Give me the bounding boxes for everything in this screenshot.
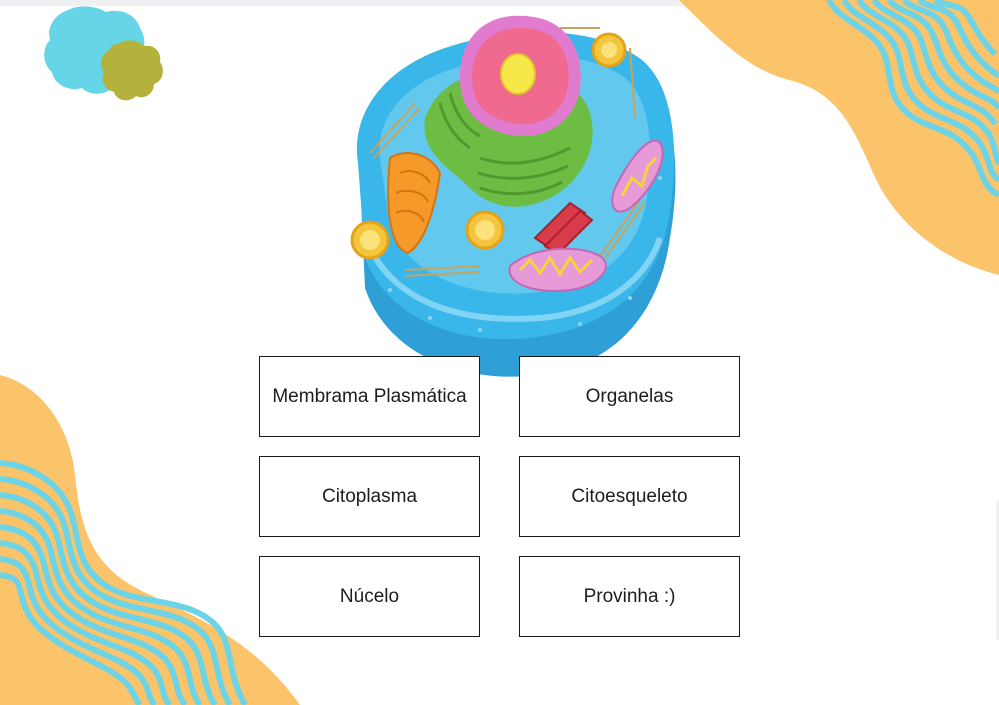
citoesqueleto-button[interactable]: Citoesqueleto: [519, 456, 740, 537]
nucleo-button[interactable]: Núcelo: [259, 556, 480, 637]
citoesqueleto-label: Citoesqueleto: [571, 485, 688, 507]
organelas-label: Organelas: [585, 385, 674, 407]
top-strip: [0, 0, 999, 6]
membrana-plasmatica-label: Membrama Plasmática: [272, 385, 467, 407]
decorative-blobs: [44, 6, 163, 101]
nucleo-label: Núcelo: [339, 585, 400, 607]
decorative-waves-top-right: [679, 0, 999, 275]
animal-cell-illustration: [350, 15, 676, 377]
citoplasma-label: Citoplasma: [321, 485, 418, 507]
page-edge-shadow: [995, 500, 999, 640]
citoplasma-button[interactable]: Citoplasma: [259, 456, 480, 537]
organelas-button[interactable]: Organelas: [519, 356, 740, 437]
provinha-button[interactable]: Provinha :): [519, 556, 740, 637]
membrana-plasmatica-button[interactable]: Membrama Plasmática: [259, 356, 480, 437]
provinha-label: Provinha :): [583, 585, 676, 607]
